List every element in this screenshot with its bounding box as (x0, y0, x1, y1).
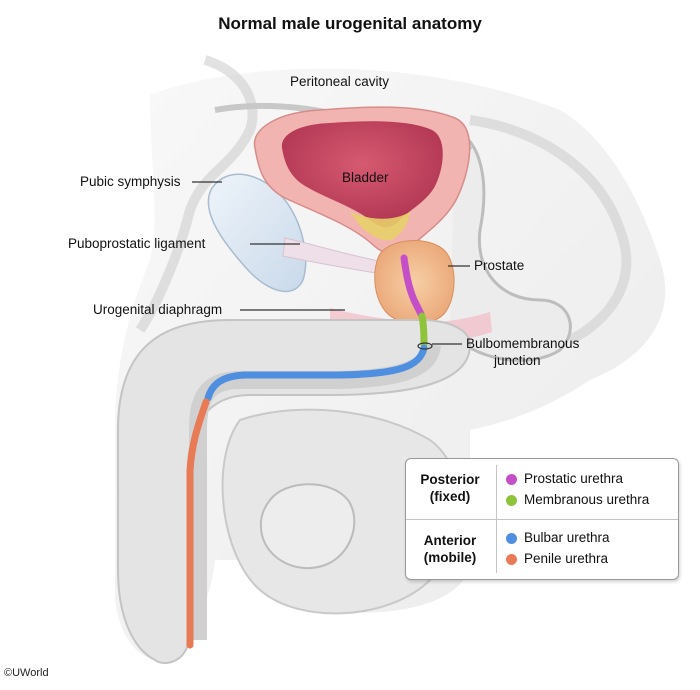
label-peritoneal-cavity: Peritoneal cavity (290, 74, 390, 89)
label-bladder: Bladder (342, 170, 389, 185)
prostatic-urethra (400, 254, 425, 318)
bulbar-urethra-swatch (506, 533, 517, 544)
membranous-urethra (418, 312, 428, 348)
label-prostate: Prostate (474, 258, 525, 273)
bulbomembranous-junction-marker (417, 342, 433, 350)
bulbar-urethra (204, 344, 428, 402)
leader-lines (192, 181, 470, 345)
membranous-urethra-swatch (506, 495, 517, 506)
legend-heading-posterior-line1: Posterior (420, 472, 480, 487)
label-urogenital-diaphragm: Urogenital diaphragm (93, 302, 223, 317)
label-bulbomembranous-line2: junction (494, 353, 541, 368)
label-pubic-symphysis: Pubic symphysis (80, 174, 181, 189)
legend-item-label: Penile urethra (524, 551, 609, 566)
copyright-text: ©UWorld (4, 667, 49, 679)
legend-heading-anterior-line2: (mobile) (423, 550, 477, 565)
legend-item-label: Bulbar urethra (524, 530, 610, 545)
testis (259, 483, 356, 570)
rectum-outline (448, 128, 572, 362)
bladder-urine (350, 212, 410, 241)
legend-heading-posterior-line2: (fixed) (429, 489, 471, 504)
bladder-lumen (281, 121, 443, 228)
label-bulbomembranous-line1: Bulbomembranous (466, 336, 580, 351)
legend-item-label: Membranous urethra (524, 492, 650, 507)
penile-urethra-swatch (506, 554, 517, 565)
legend-group-anterior: Anterior (mobile) Bulbar urethra Penile … (406, 519, 678, 580)
legend-group-posterior: Posterior (fixed) Prostatic urethra Memb… (406, 459, 678, 519)
legend-item-label: Prostatic urethra (524, 471, 624, 486)
prostate-gland (374, 240, 455, 325)
urethra-legend: Posterior (fixed) Prostatic urethra Memb… (405, 458, 679, 580)
penile-urethra (186, 398, 210, 649)
pubic-symphysis-bone (207, 173, 307, 293)
prostatic-urethra-swatch (506, 474, 517, 485)
diagram-title: Normal male urogenital anatomy (218, 14, 482, 33)
label-puboprostatic-ligament: Puboprostatic ligament (68, 236, 206, 251)
legend-heading-anterior-line1: Anterior (423, 533, 477, 548)
legend-heading-anterior: Anterior (mobile) (406, 532, 494, 566)
legend-heading-posterior: Posterior (fixed) (406, 471, 494, 505)
